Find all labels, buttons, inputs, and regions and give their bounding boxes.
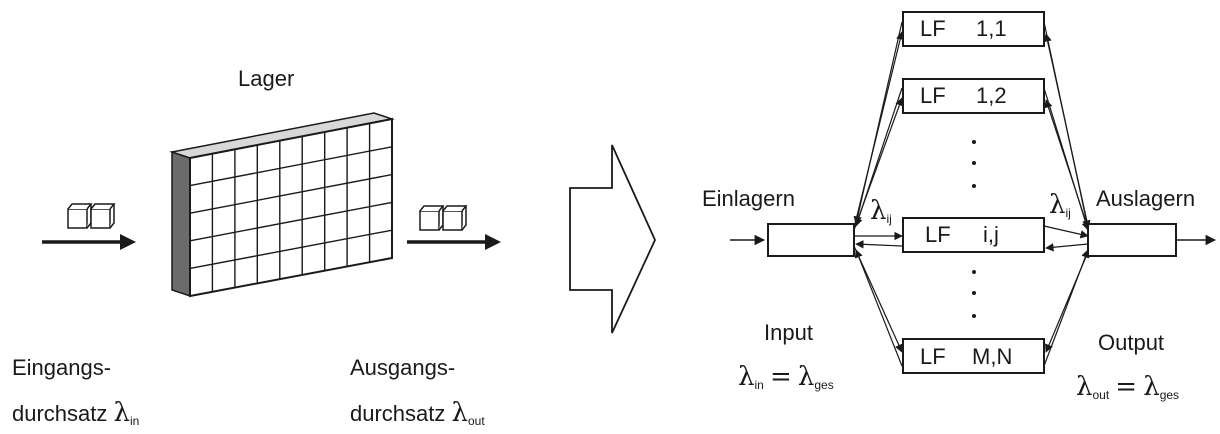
lambda-ij-out-subscript: ij [1065,206,1071,220]
ausgangs-durchsatz-text: durchsatz [350,401,446,426]
lf-label-1-1-index: 1,1 [976,16,1007,41]
inflow-edges [853,21,905,367]
ellipsis-dots-upper [972,140,976,188]
eingangs-durchsatz-line2: durchsatz λin [12,398,139,428]
lf-box-m-n [902,338,1045,374]
lf-label-i-j-prefix: LF [925,222,951,247]
eingangs-durchsatz-text: durchsatz [12,401,108,426]
input-lambda-rhs: λ [797,362,815,392]
eingangs-durchsatz-line1: Eingangs- [12,355,112,380]
lambda-ij-out-symbol: λ [1049,190,1066,220]
input-equals: = [769,362,792,392]
lambda-out-symbol: λ [451,398,468,428]
output-lambda-rhs: λ [1143,372,1160,402]
input-label: Input [764,320,813,345]
auslagern-node [1087,223,1177,257]
lf-label-i-j-index: i,j [983,222,999,247]
lambda-in-subscript: in [130,414,140,428]
output-packages-icon [419,205,468,231]
input-equation: λin = λges [738,362,834,392]
output-equation: λout = λges [1076,372,1179,402]
lf-box-1-2 [902,78,1045,114]
input-packages-icon [67,203,116,229]
lf-label-m-n-prefix: LF [920,344,946,369]
input-lambda-lhs: λ [738,362,755,392]
lf-box-1-1 [902,11,1045,47]
einlagern-label: Einlagern [702,186,795,211]
lambda-ij-in-label: λij [870,196,892,226]
lf-label-1-2-prefix: LF [920,83,946,108]
output-equals: = [1115,372,1138,402]
ausgangs-durchsatz-line2: durchsatz λout [350,398,485,428]
input-arrow [42,234,136,250]
output-lambda-lhs: λ [1076,372,1093,402]
warehouse-rack-icon [169,112,395,298]
lambda-ij-out-label: λij [1049,190,1071,220]
transition-arrow-icon [569,144,656,334]
lf-label-m-n-index: M,N [972,344,1013,369]
ellipsis-dots-lower [972,270,976,318]
input-lambda-lhs-sub: in [754,378,764,392]
ausgangs-durchsatz-line1: Ausgangs- [350,355,456,380]
output-label: Output [1098,330,1165,355]
lf-label-1-1-prefix: LF [920,16,946,41]
lambda-out-subscript: out [468,414,485,428]
lager-label: Lager [238,66,295,91]
outflow-edges [1043,21,1091,367]
lambda-ij-in-symbol: λ [870,196,887,226]
auslagern-label: Auslagern [1096,186,1196,211]
lf-box-i-j [902,217,1045,253]
output-arrow [407,234,501,250]
output-lambda-rhs-sub: ges [1159,388,1180,402]
lambda-ij-in-subscript: ij [886,212,892,226]
lf-label-1-2-index: 1,2 [976,83,1007,108]
lambda-in-symbol: λ [113,398,130,428]
output-lambda-lhs-sub: out [1092,388,1110,402]
input-lambda-rhs-sub: ges [814,378,834,392]
einlagern-node [767,223,855,257]
